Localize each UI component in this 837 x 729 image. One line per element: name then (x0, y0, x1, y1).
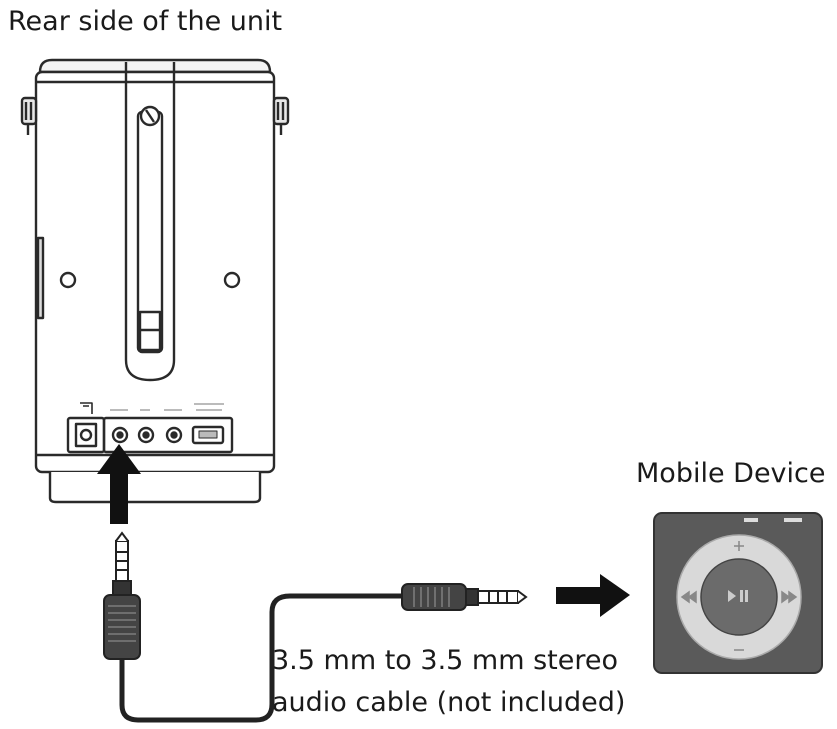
cable-caption-line-2: audio cable (not included) (272, 687, 626, 718)
left-knob-icon (20, 96, 38, 135)
horizontal-plug-icon (401, 583, 528, 611)
screw-hole-right-icon (223, 271, 241, 289)
port-panel (66, 402, 234, 454)
cable-caption: 3.5 mm to 3.5 mm stereo audio cable (not… (272, 640, 625, 724)
cable-caption-line-1: 3.5 mm to 3.5 mm stereo (272, 645, 619, 676)
antenna-icon (124, 62, 176, 382)
radio-unit (20, 58, 290, 504)
audio-cable (103, 531, 528, 723)
screw-hole-left-icon (59, 271, 77, 289)
vertical-plug-icon (103, 531, 141, 660)
mobile-device-icon (653, 512, 823, 674)
right-arrow-icon (556, 574, 630, 617)
up-arrow-icon (97, 444, 141, 524)
play-pause-button (700, 558, 778, 636)
mobile-device-label: Mobile Device (636, 458, 826, 489)
right-knob-icon (272, 96, 290, 135)
rear-side-label: Rear side of the unit (8, 6, 283, 37)
